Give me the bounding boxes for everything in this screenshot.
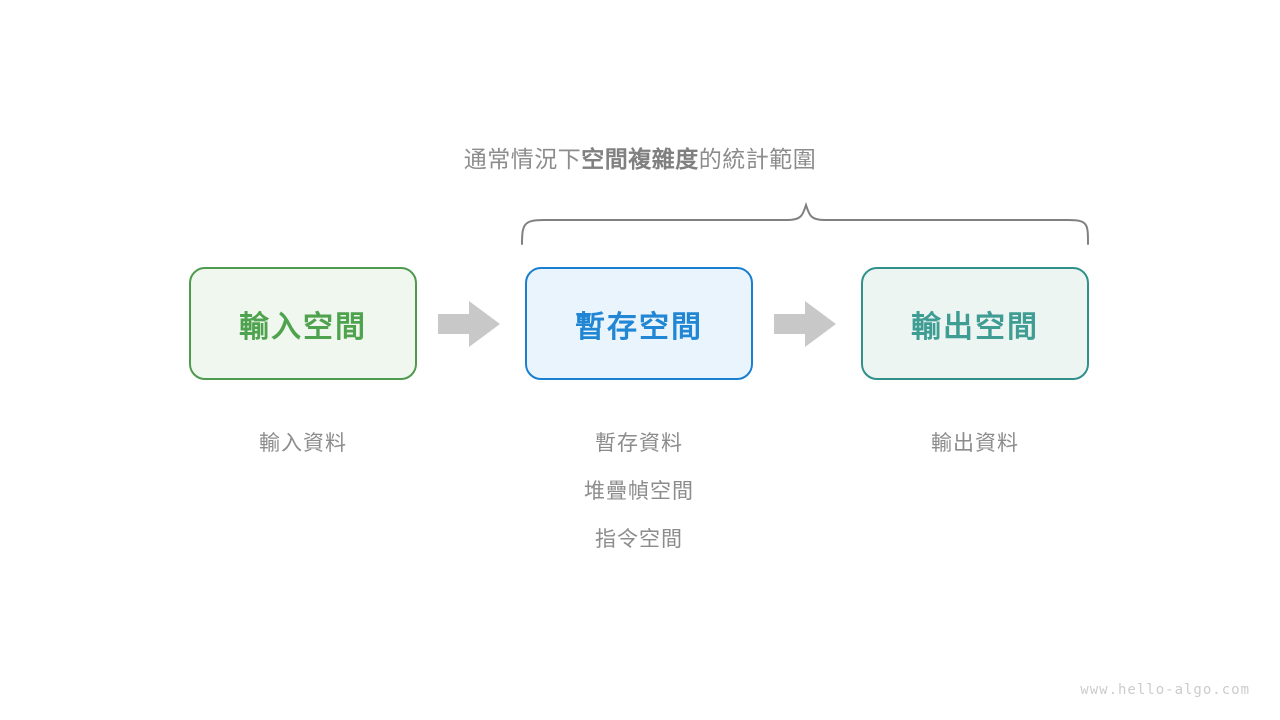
caption-line: 輸出資料 — [931, 432, 1019, 455]
arrow-right-icon — [438, 301, 500, 347]
caption-output: 輸出資料 — [845, 420, 1105, 468]
curly-brace-up-icon — [521, 201, 1089, 245]
watermark: www.hello-algo.com — [1080, 682, 1250, 698]
caption-line: 暫存資料 — [595, 432, 683, 455]
box-output-space-label: 輸出空間 — [911, 310, 1039, 344]
brace-caption-suffix: 的統計範圍 — [698, 146, 817, 172]
brace-caption-prefix: 通常情況下 — [463, 146, 582, 172]
caption-line: 堆疊幀空間 — [584, 480, 694, 503]
brace-caption: 通常情況下空間複雜度的統計範圍 — [0, 143, 1280, 175]
box-temp-space[interactable]: 暫存空間 — [525, 267, 753, 380]
box-output-space[interactable]: 輸出空間 — [861, 267, 1089, 380]
caption-line: 輸入資料 — [259, 432, 347, 455]
box-temp-space-label: 暫存空間 — [575, 310, 703, 344]
caption-input: 輸入資料 — [173, 420, 433, 468]
arrow-right-icon — [774, 301, 836, 347]
box-input-space[interactable]: 輸入空間 — [189, 267, 417, 380]
brace-caption-emphasis: 空間複雜度 — [581, 146, 699, 172]
caption-temp: 暫存資料 堆疊幀空間 指令空間 — [509, 420, 769, 564]
caption-line: 指令空間 — [595, 528, 683, 551]
box-input-space-label: 輸入空間 — [239, 310, 367, 344]
